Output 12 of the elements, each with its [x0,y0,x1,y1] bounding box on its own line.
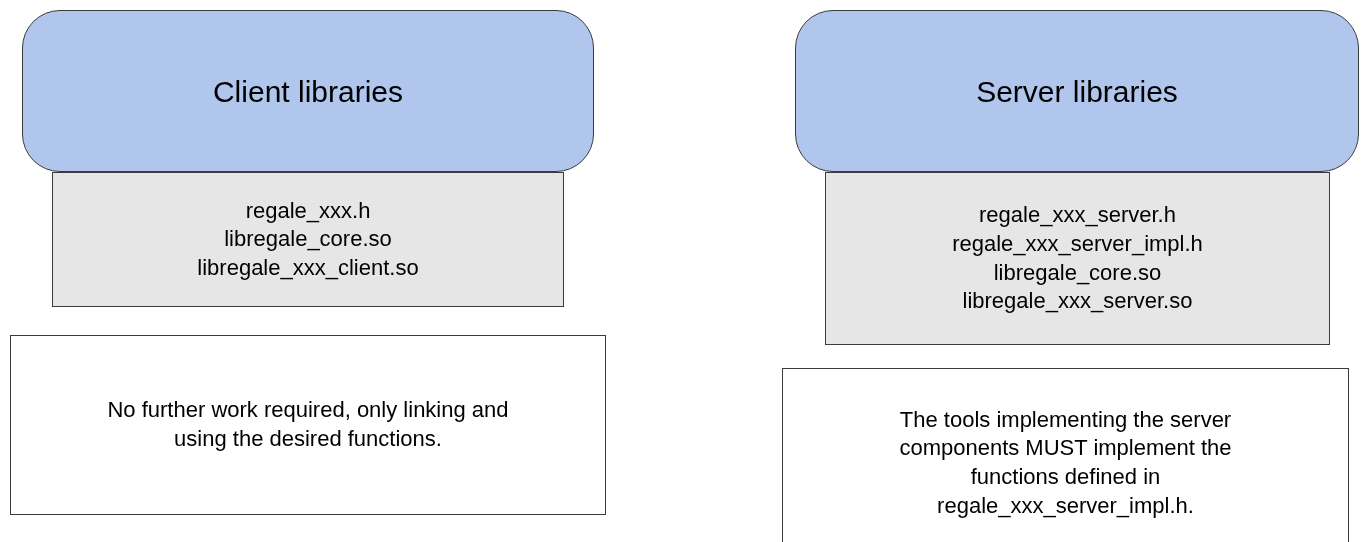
title-box [795,10,1359,172]
file-names: regale_xxx_server.h regale_xxx_server_impl.h libregale_core.so libregale_xxx_server.so [952,201,1203,316]
file-list-box [825,172,1330,345]
note-text: No further work required, only linking and using the desired functions. [106,396,510,453]
file-list-box [52,172,564,307]
note-box [10,335,606,515]
note-text: The tools implementing the server components MUST implement the functions defined in regale_xxx_server_impl.h. [898,405,1233,520]
heading: Client libraries [212,73,404,110]
file-names: regale_xxx.h libregale_core.so libregale_xxx_client.so [197,196,419,282]
heading: Server libraries [976,73,1178,110]
note-box [782,368,1349,542]
title-box [22,10,594,172]
